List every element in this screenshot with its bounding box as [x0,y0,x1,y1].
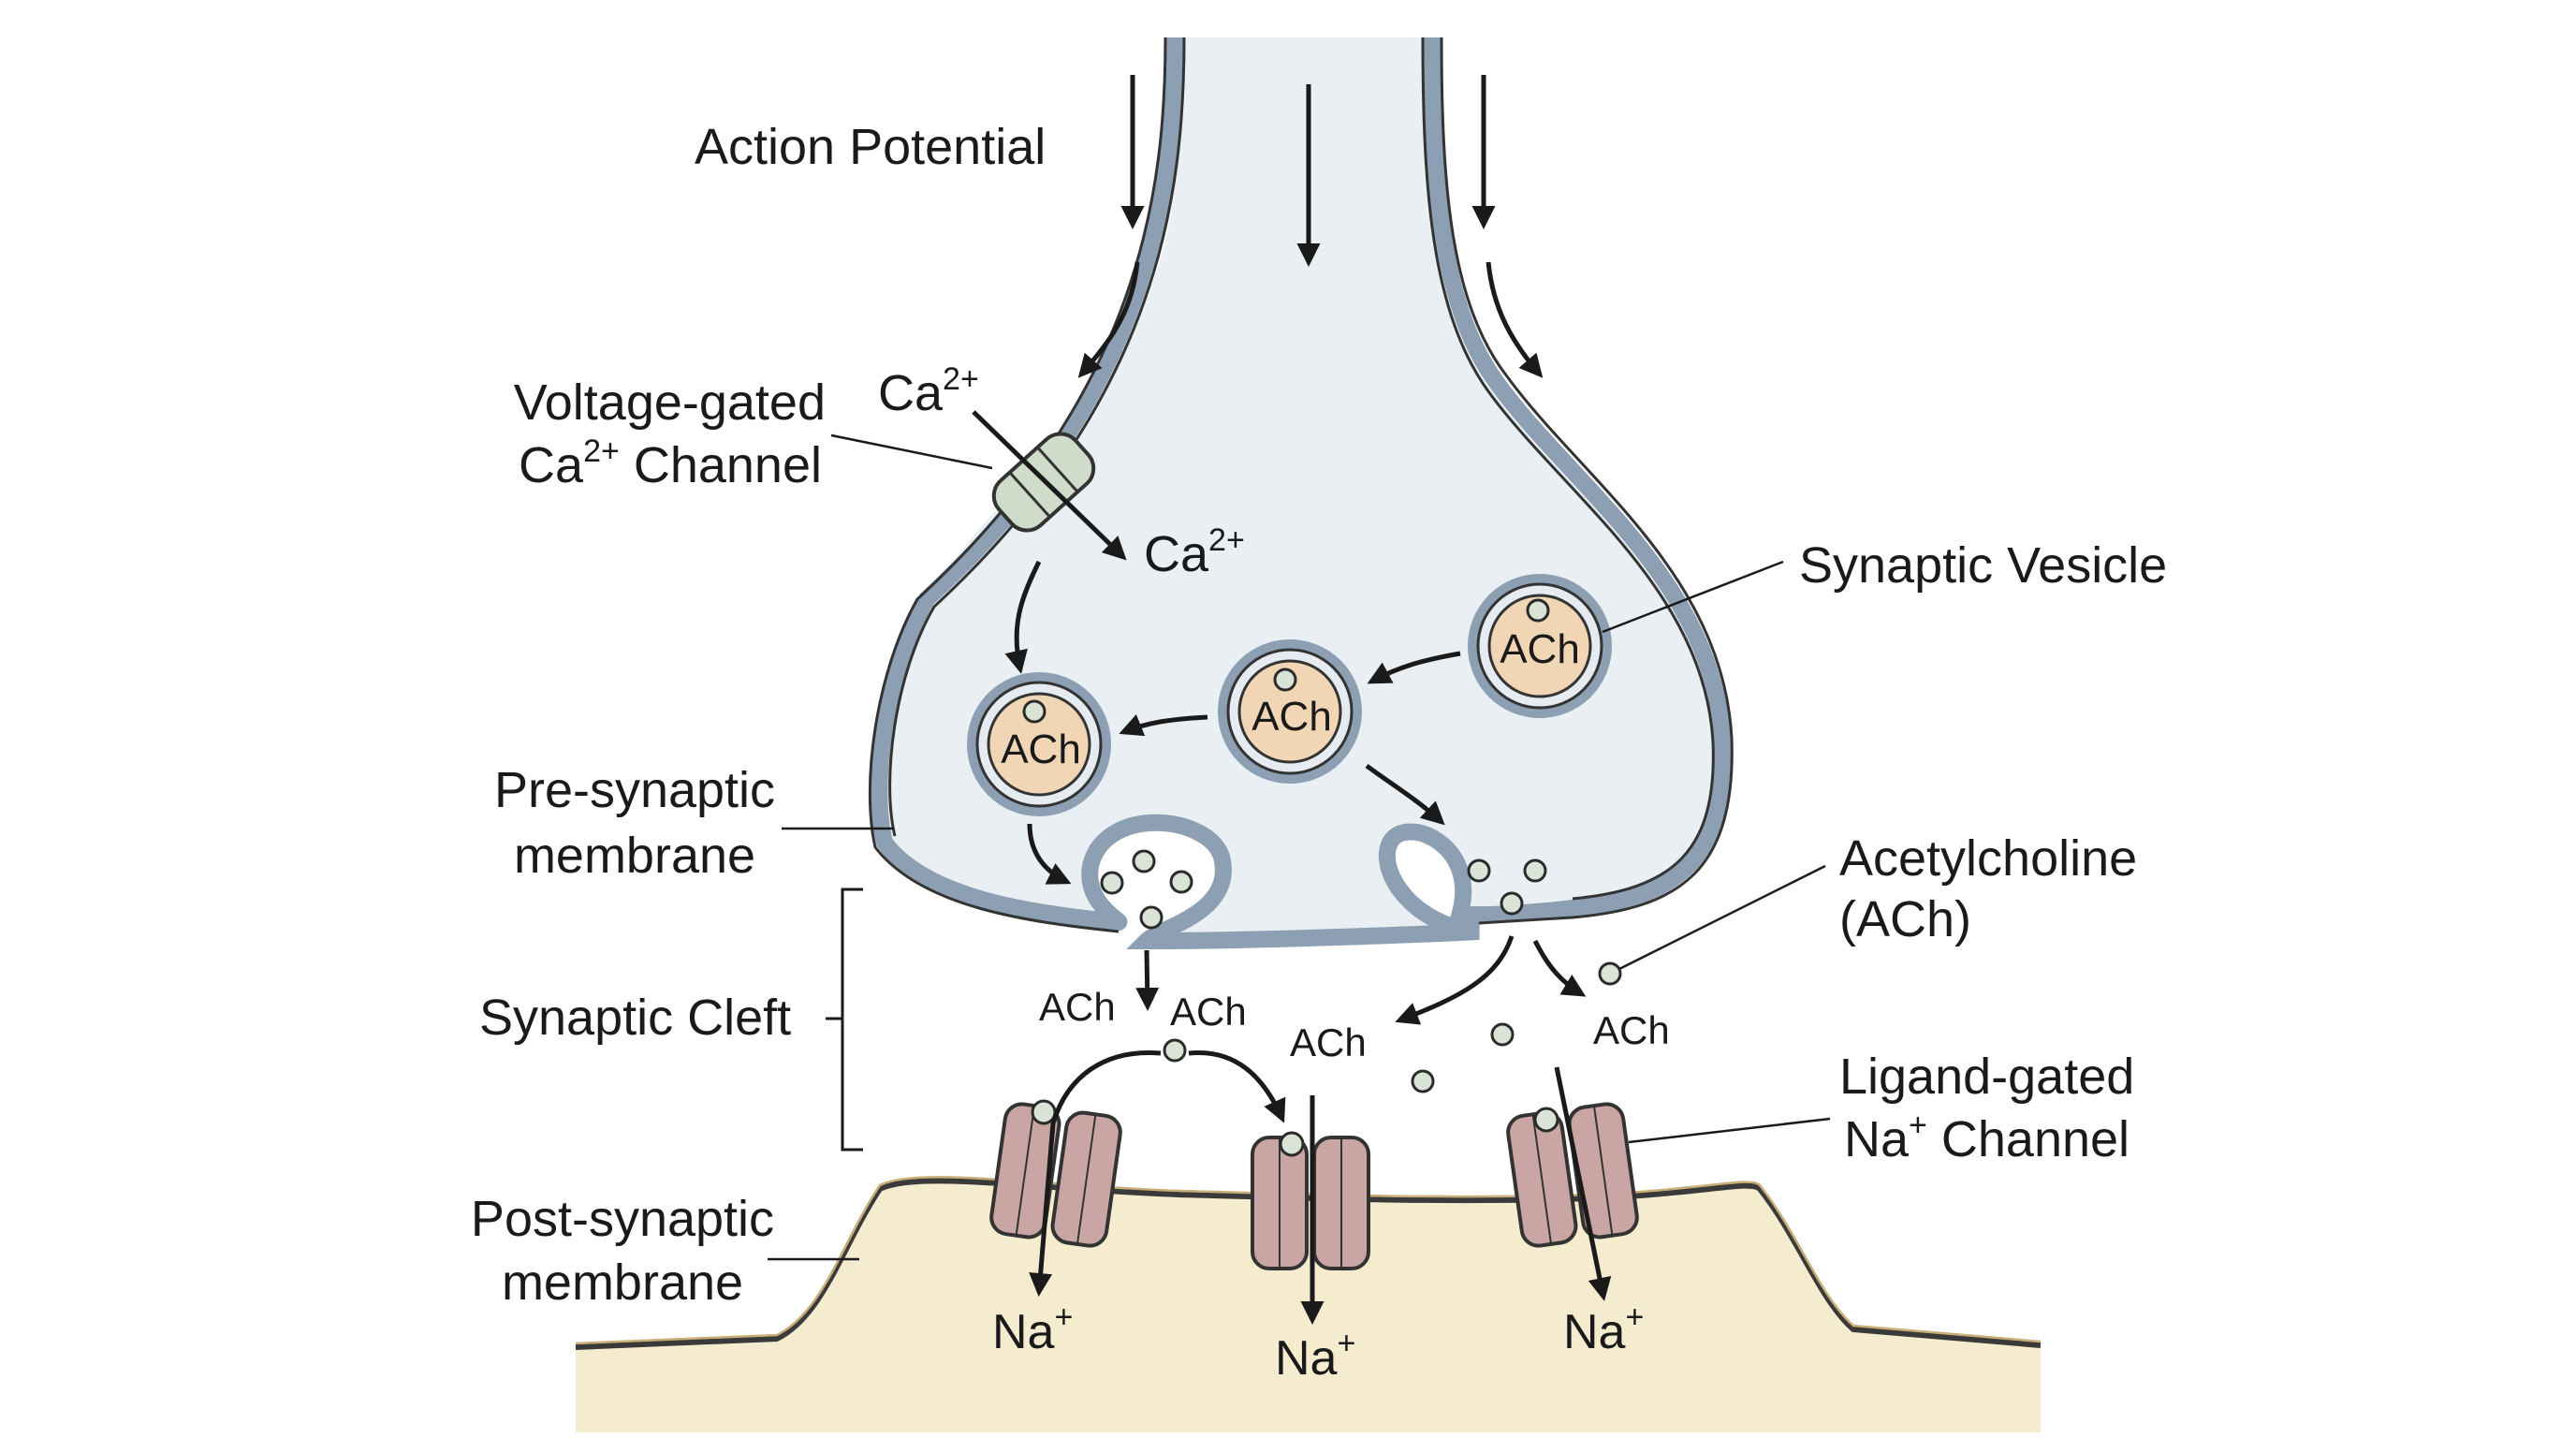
vesicle-2-label: ACh [1251,694,1332,740]
acetylcholine-leader [1618,864,1826,971]
ap-arrow-left-curve [1077,261,1140,378]
fusing-vesicle-left-contents [1100,849,1193,930]
ap-arrow-right-curve [1486,261,1544,378]
vesicle-1-label: ACh [1500,626,1580,672]
vg-channel-label-line1: Voltage-gated [514,374,826,431]
pre-membrane-label-line2: membrane [514,828,755,884]
synaptic-vesicle-leader [1602,560,1784,634]
ligand-gated-na-channel-1 [989,1102,1122,1248]
cleft-ach-molecules [1163,961,1622,1093]
ca-influx-arrow [972,410,1127,561]
na-label-3: Na+ [1563,1299,1644,1359]
post-membrane-label-line2: membrane [502,1255,743,1311]
vesicle2-to-fusion-arrow [1365,763,1445,826]
ligand-gated-na-channel-3 [1506,1102,1639,1248]
ach-bind-arrow-mid [1188,1049,1286,1123]
vg-channel-label-line2: Ca2+ Channel [519,433,822,493]
fusing-vesicle-right-contents [1467,858,1547,916]
na-influx-arrow-right [1554,1066,1612,1301]
vesicle-2: ACh [1218,639,1362,784]
na-label-1: Na+ [992,1299,1073,1359]
vesicle-3-label: ACh [1001,726,1081,772]
vesicle3-to-fusion-arrow [1027,823,1072,885]
acetylcholine-label-line1: Acetylcholine [1839,830,2137,887]
synaptic-cleft-bracket [826,888,863,1152]
release-arrow-right-2 [1532,939,1587,997]
release-arrow-right-1 [1395,935,1515,1025]
vesicle1-to-vesicle2-arrow [1367,651,1461,684]
ligand-channel-label-line2: Na+ Channel [1844,1108,2130,1167]
ach-bind-arrow-left [1029,1049,1162,1297]
ach-label-cleft-4: ACh [1593,1008,1670,1052]
action-potential-arrows [1077,75,1544,378]
action-potential-label: Action Potential [695,119,1046,175]
post-membrane-label-line1: Post-synaptic [471,1191,774,1247]
ach-label-cleft-1: ACh [1039,985,1116,1029]
synaptic-vesicle-label: Synaptic Vesicle [1799,537,2167,594]
vesicle-3: ACh [967,672,1111,816]
ca-to-vesicle-arrow [1004,560,1042,674]
pre-membrane-label-line1: Pre-synaptic [494,762,775,818]
ligand-channel-leader [1628,1117,1831,1144]
presynaptic-membrane-outline [871,37,1732,950]
ligand-channel-label-line1: Ligand-gated [1839,1049,2134,1105]
vesicle-1: ACh [1468,574,1612,718]
ach-label-cleft-2: ACh [1170,990,1247,1034]
ligand-gated-na-channel-2 [1251,1136,1370,1270]
synaptic-cleft-label: Synaptic Cleft [479,990,791,1046]
ach-label-cleft-3: ACh [1290,1020,1367,1064]
release-arrow-left [1135,949,1160,1011]
vg-channel-leader [830,433,993,470]
na-label-2: Na+ [1275,1326,1355,1386]
acetylcholine-label-line2: (ACh) [1839,891,1971,947]
ca-label-outside: Ca2+ [878,361,979,421]
vesicle2-to-vesicle3-arrow [1119,713,1208,737]
ca-label-inside: Ca2+ [1144,522,1245,582]
